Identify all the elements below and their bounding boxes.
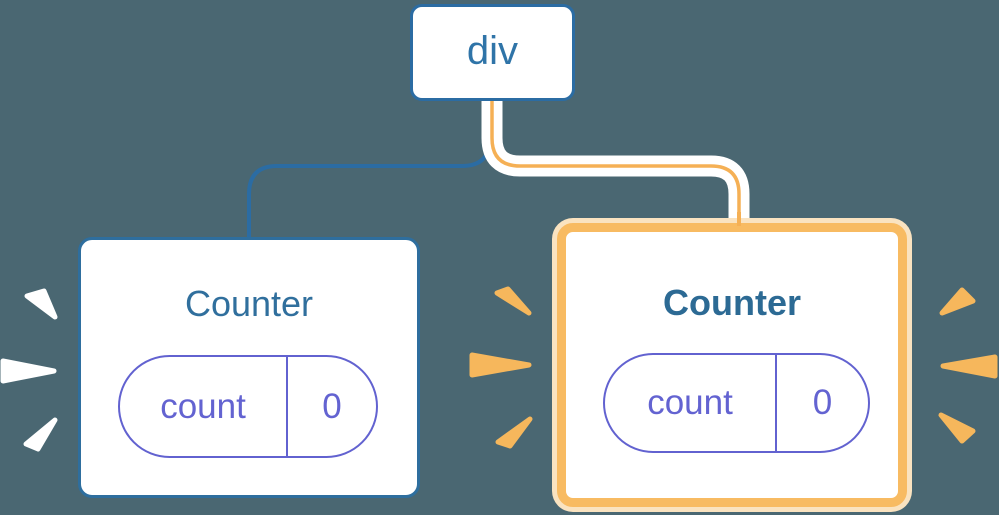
spark-icon (0, 358, 57, 384)
root-node: div (410, 4, 575, 101)
root-node-label: div (466, 28, 519, 73)
counter-title: Counter (663, 282, 801, 323)
counter-title: Counter (184, 283, 314, 324)
state-pill: count 0 (118, 355, 378, 458)
connector-tail (737, 212, 741, 226)
spark-icon (938, 412, 976, 444)
state-value: 0 (322, 386, 342, 426)
spark-icon (494, 286, 532, 316)
connector-right-outline (481, 98, 750, 223)
spark-icon (469, 352, 532, 378)
state-label: count (605, 355, 777, 451)
state-pill: count 0 (603, 353, 870, 453)
connector-right-edge (490, 98, 741, 224)
spark-icon (940, 354, 998, 379)
counter-card-right: Counter count 0 (557, 223, 907, 507)
spark-icon (495, 416, 533, 449)
state-value: 0 (812, 383, 833, 422)
state-label: count (120, 357, 288, 456)
connector-left-edge (247, 100, 492, 241)
counter-card-left: Counter count 0 (78, 237, 420, 498)
spark-icon (24, 288, 58, 320)
spark-icon (23, 417, 58, 452)
spark-icon (939, 287, 976, 316)
